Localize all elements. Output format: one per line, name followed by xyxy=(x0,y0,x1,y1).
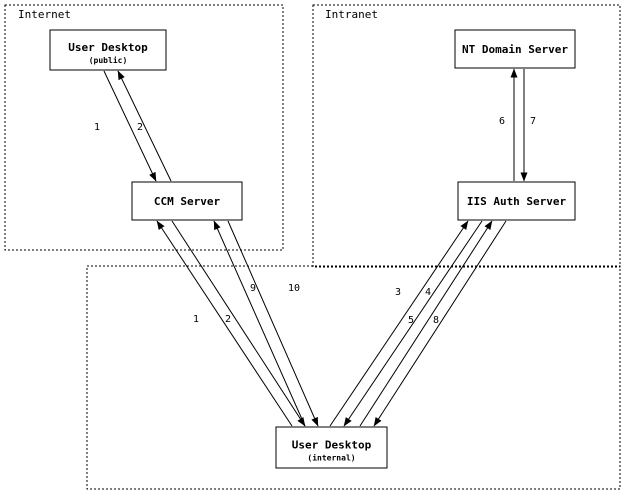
zone-boundary-internal xyxy=(86,265,621,490)
edge-edge-4-iis-to-internal xyxy=(343,220,483,427)
edge-label-edge-6-iis-to-nt: 6 xyxy=(499,116,505,127)
edge-label-edge-7-nt-to-iis: 7 xyxy=(530,116,536,127)
node-title-iis-auth-server: IIS Auth Server xyxy=(467,195,567,208)
zones-layer: Internet Intranet xyxy=(4,4,621,490)
zone-label-internet: Internet xyxy=(18,8,71,21)
edges-layer xyxy=(103,68,528,427)
edge-label-edge-2b-ccm-to-internal: 2 xyxy=(225,314,231,325)
node-ccm-server[interactable]: CCM Server xyxy=(131,181,243,221)
node-title-user-desktop-public: User Desktop xyxy=(68,41,148,54)
node-box-user-desktop-internal[interactable] xyxy=(275,426,388,469)
node-box-iis-auth-server[interactable] xyxy=(457,181,576,221)
edge-edge-1-public-to-ccm xyxy=(103,70,157,182)
edge-edge-2-ccm-to-public xyxy=(117,70,172,182)
edge-label-edge-9-internal-to-ccm: 9 xyxy=(250,283,256,294)
edge-label-edge-5-internal-to-iis: 5 xyxy=(408,315,414,326)
node-subtitle-user-desktop-internal: (internal) xyxy=(307,453,355,463)
edge-label-edge-4-iis-to-internal: 4 xyxy=(425,287,431,298)
edge-edge-10-ccm-to-internal xyxy=(227,220,319,427)
edge-edge-8-iis-to-internal xyxy=(373,220,507,427)
edge-label-edge-2-ccm-to-public: 2 xyxy=(137,122,143,133)
edge-edge-2b-ccm-to-internal xyxy=(171,220,306,427)
edge-labels-layer: 1 2 1 2 3 4 5 8 6 7 9 10 xyxy=(94,116,536,326)
edge-label-edge-1b-internal-to-ccm: 1 xyxy=(193,314,199,325)
edge-label-edge-3-internal-to-iis: 3 xyxy=(395,287,401,298)
node-title-user-desktop-internal: User Desktop xyxy=(292,439,372,452)
node-title-ccm-server: CCM Server xyxy=(154,195,221,208)
node-nt-domain-server[interactable]: NT Domain Server xyxy=(454,29,576,69)
zone-boundary-internet xyxy=(4,4,284,251)
edge-label-edge-1-public-to-ccm: 1 xyxy=(94,122,100,133)
node-box-user-desktop-public[interactable] xyxy=(49,29,167,71)
node-user-desktop-internal[interactable]: User Desktop(internal) xyxy=(275,426,388,469)
node-box-nt-domain-server[interactable] xyxy=(454,29,576,69)
node-subtitle-user-desktop-public: (public) xyxy=(89,55,128,65)
zone-label-intranet: Intranet xyxy=(325,8,378,21)
node-user-desktop-public[interactable]: User Desktop(public) xyxy=(49,29,167,71)
zone-boundary-intranet xyxy=(312,4,621,268)
node-box-ccm-server[interactable] xyxy=(131,181,243,221)
node-title-nt-domain-server: NT Domain Server xyxy=(462,43,568,56)
edge-edge-5-internal-to-iis xyxy=(359,220,493,427)
node-iis-auth-server[interactable]: IIS Auth Server xyxy=(457,181,576,221)
edge-edge-9-internal-to-ccm xyxy=(213,220,306,427)
edge-label-edge-8-iis-to-internal: 8 xyxy=(433,315,439,326)
edge-edge-3-internal-to-iis xyxy=(329,220,469,427)
edge-label-edge-10-ccm-to-internal: 10 xyxy=(288,283,300,294)
edge-edge-1b-internal-to-ccm xyxy=(156,220,293,427)
